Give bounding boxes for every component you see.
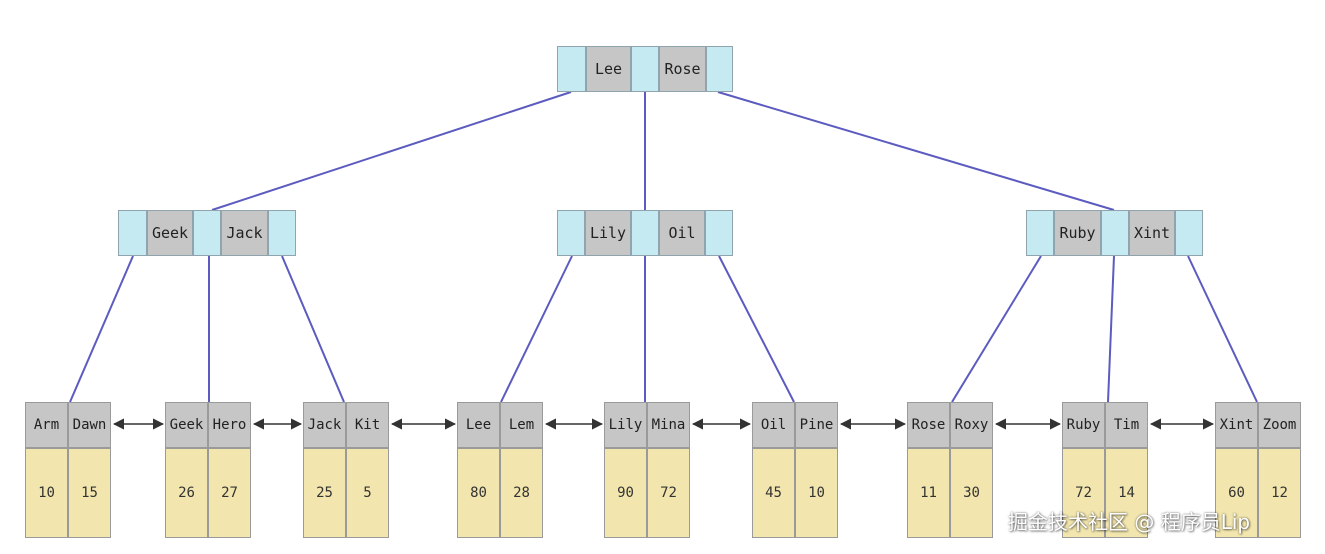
leaf-value: 90 xyxy=(604,448,647,538)
internal-node: Ruby Xint xyxy=(1026,210,1203,256)
leaf-value: 27 xyxy=(208,448,251,538)
internal-key: Lily xyxy=(585,210,631,256)
tree-edge xyxy=(211,91,572,211)
tree-edge xyxy=(1107,255,1115,403)
tree-edge xyxy=(1187,255,1258,403)
leaf-key: Mina xyxy=(647,402,690,448)
leaf-key: Geek xyxy=(165,402,208,448)
leaf-value: 60 xyxy=(1215,448,1258,538)
leaf-key: Tim xyxy=(1105,402,1148,448)
root-key: Rose xyxy=(659,46,706,92)
leaf-value: 80 xyxy=(457,448,500,538)
leaf-value: 45 xyxy=(752,448,795,538)
leaf-key: Lily xyxy=(604,402,647,448)
pointer-cell xyxy=(193,210,221,256)
pointer-cell xyxy=(268,210,296,256)
tree-edge xyxy=(500,255,573,403)
leaf-value: 11 xyxy=(907,448,950,538)
leaf-value: 10 xyxy=(795,448,838,538)
leaf-key: Lem xyxy=(500,402,543,448)
pointer-cell xyxy=(118,210,147,256)
internal-key: Jack xyxy=(221,210,268,256)
pointer-cell xyxy=(1026,210,1054,256)
pointer-cell xyxy=(705,210,733,256)
internal-node: Lily Oil xyxy=(557,210,733,256)
leaf-key: Roxy xyxy=(950,402,993,448)
leaf-node: Geek Hero 26 27 xyxy=(165,402,251,538)
leaf-node: Xint Zoom 60 12 xyxy=(1215,402,1301,538)
leaf-value: 28 xyxy=(500,448,543,538)
leaf-value: 72 xyxy=(647,448,690,538)
watermark-text: 掘金技术社区 @ 程序员Lip xyxy=(1008,510,1251,534)
leaf-value: 25 xyxy=(303,448,346,538)
leaf-key: Xint xyxy=(1215,402,1258,448)
leaf-value: 30 xyxy=(950,448,993,538)
leaf-key: Ruby xyxy=(1062,402,1105,448)
internal-node: Geek Jack xyxy=(118,210,296,256)
leaf-node: Oil Pine 45 10 xyxy=(752,402,838,538)
pointer-cell xyxy=(1175,210,1203,256)
leaf-key: Lee xyxy=(457,402,500,448)
leaf-value: 72 xyxy=(1062,448,1105,538)
leaf-value: 15 xyxy=(68,448,111,538)
internal-key: Ruby xyxy=(1054,210,1101,256)
leaf-node: Jack Kit 25 5 xyxy=(303,402,389,538)
leaf-value: 5 xyxy=(346,448,389,538)
leaf-key: Kit xyxy=(346,402,389,448)
pointer-cell xyxy=(557,46,586,92)
leaf-key: Dawn xyxy=(68,402,111,448)
leaf-key: Zoom xyxy=(1258,402,1301,448)
leaf-node: Lee Lem 80 28 xyxy=(457,402,543,538)
leaf-value: 14 xyxy=(1105,448,1148,538)
root-key: Lee xyxy=(586,46,631,92)
tree-edge xyxy=(717,91,1115,211)
leaf-key: Arm xyxy=(25,402,68,448)
leaf-key: Jack xyxy=(303,402,346,448)
leaf-node: Lily Mina 90 72 xyxy=(604,402,690,538)
leaf-key: Oil xyxy=(752,402,795,448)
root-node: Lee Rose xyxy=(557,46,733,92)
pointer-cell xyxy=(706,46,733,92)
internal-key: Oil xyxy=(659,210,705,256)
leaf-node: Rose Roxy 11 30 xyxy=(907,402,993,538)
internal-key: Xint xyxy=(1129,210,1175,256)
leaf-node: Ruby Tim 72 14 xyxy=(1062,402,1148,538)
pointer-cell xyxy=(631,46,659,92)
leaf-value: 10 xyxy=(25,448,68,538)
pointer-cell xyxy=(1101,210,1129,256)
tree-edge xyxy=(951,255,1042,403)
pointer-cell xyxy=(631,210,659,256)
tree-edge xyxy=(718,255,795,403)
leaf-node: Arm Dawn 10 15 xyxy=(25,402,111,538)
internal-key: Geek xyxy=(147,210,193,256)
leaf-key: Rose xyxy=(907,402,950,448)
leaf-value: 26 xyxy=(165,448,208,538)
leaf-key: Hero xyxy=(208,402,251,448)
tree-edge xyxy=(69,255,134,403)
pointer-cell xyxy=(557,210,585,256)
leaf-key: Pine xyxy=(795,402,838,448)
tree-edge xyxy=(281,255,345,403)
leaf-value: 12 xyxy=(1258,448,1301,538)
